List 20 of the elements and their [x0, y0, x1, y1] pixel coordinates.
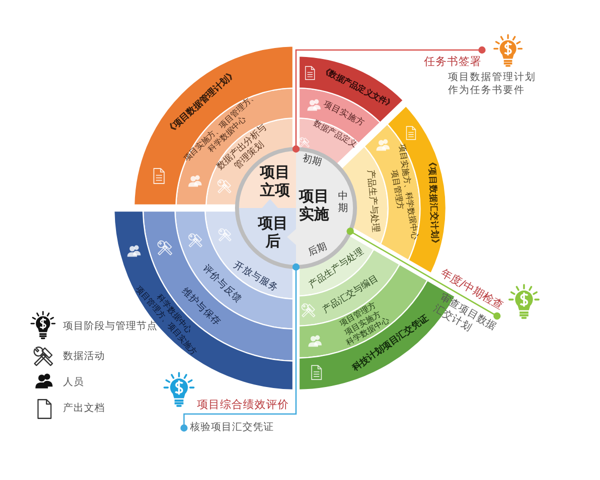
segment-label: 产品生产与处理 — [363, 170, 380, 234]
phase-label: 中期 — [338, 191, 348, 215]
milestone-label: 项目综合绩效评价 — [197, 398, 289, 412]
milestone-label: 任务书签署 — [424, 51, 484, 69]
leader-line — [292, 46, 486, 153]
leader-line — [346, 228, 501, 320]
segment-label: 《项目数据汇交计划》 — [426, 158, 440, 248]
note-text: 核验项目汇交凭证 — [184, 415, 274, 435]
stage-label: 项目立项 — [259, 163, 291, 199]
stage-label: 项目实施 — [298, 187, 330, 223]
phase-label: 初期 — [300, 152, 324, 170]
stage-label: 项目后 — [257, 214, 289, 250]
legend-label: 人员 — [63, 376, 84, 389]
note-text: 项目数据管理计划作为任务书要件 — [448, 71, 537, 97]
legend-label: 数据活动 — [63, 350, 105, 363]
leader-line — [180, 263, 300, 432]
legend-label: 产出文档 — [63, 402, 105, 415]
ring-segment — [133, 45, 294, 206]
legend-label: 项目阶段与管理节点 — [63, 320, 158, 333]
phase-label: 后期 — [306, 240, 330, 260]
